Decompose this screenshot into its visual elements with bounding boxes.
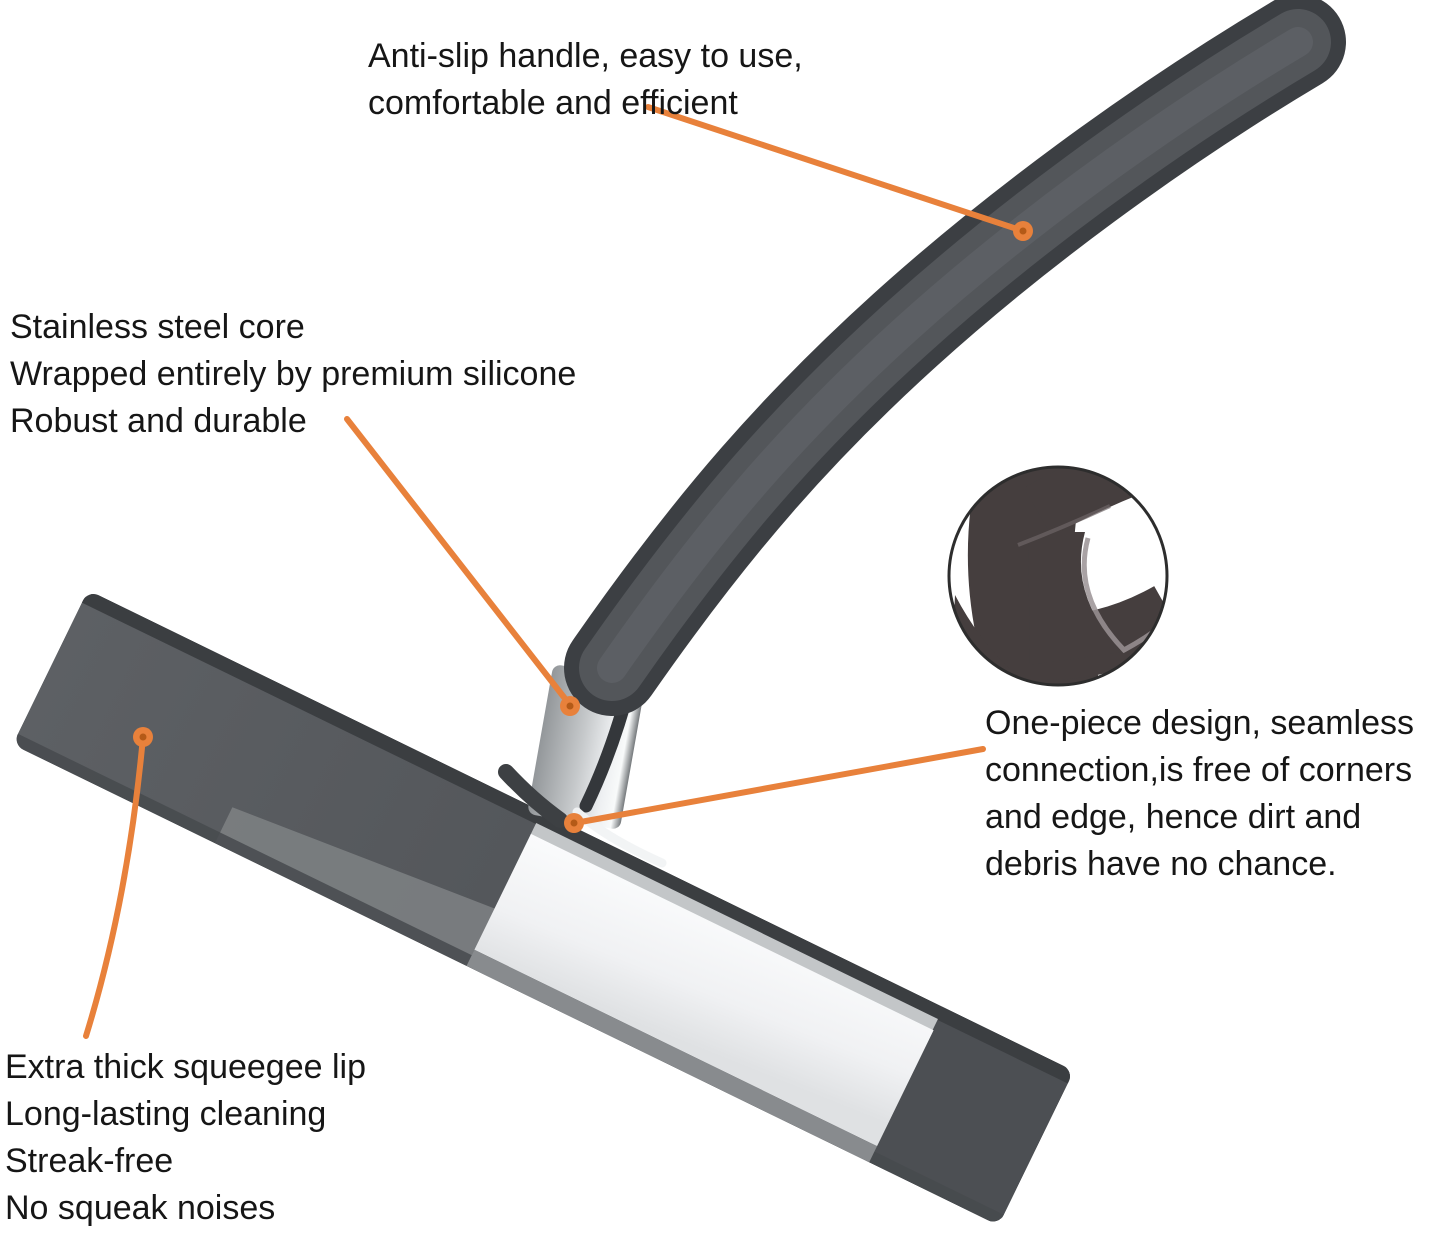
annotation-lip: Extra thick squeegee lip Long-lasting cl… bbox=[5, 1044, 366, 1232]
annotation-lip-line-2: Long-lasting cleaning bbox=[5, 1095, 327, 1133]
callout-dot-one-piece bbox=[564, 813, 584, 833]
blade-top-bevel bbox=[81, 590, 1074, 1084]
annotation-lip-line-4: No squeak noises bbox=[5, 1189, 276, 1227]
annotation-one-piece: One-piece design, seamless connection,is… bbox=[985, 700, 1414, 888]
annotation-core-line-1: Stainless steel core bbox=[10, 308, 305, 346]
blade-white-face bbox=[474, 833, 934, 1147]
magnifier-inset bbox=[947, 465, 1169, 687]
inset-ring bbox=[947, 465, 1169, 687]
junction-chrome-curl bbox=[572, 807, 667, 868]
annotation-lip-line-3: Streak-free bbox=[5, 1142, 174, 1180]
annotation-core: Stainless steel core Wrapped entirely by… bbox=[10, 304, 576, 445]
blade-left-lip bbox=[214, 807, 495, 966]
blade-right-lip bbox=[466, 949, 878, 1163]
leader-line-one-piece bbox=[572, 746, 986, 826]
squeegee-blade bbox=[12, 590, 1074, 1226]
annotation-lip-line-1: Extra thick squeegee lip bbox=[5, 1048, 366, 1086]
annotation-one-piece-line-1: One-piece design, seamless bbox=[985, 704, 1415, 742]
annotation-core-line-2: Wrapped entirely by premium silicone bbox=[10, 355, 577, 393]
callout-lines bbox=[83, 104, 1033, 1039]
annotation-one-piece-line-3: and edge, hence dirt and bbox=[985, 798, 1362, 836]
callout-dot-lip bbox=[133, 727, 153, 747]
inset-fillet bbox=[1028, 532, 1122, 665]
annotation-core-line-3: Robust and durable bbox=[10, 402, 307, 440]
annotation-one-piece-line-4: debris have no chance. bbox=[985, 845, 1337, 883]
squeegee-handle bbox=[564, 0, 1346, 716]
annotation-handle-line-2: comfortable and efficient bbox=[368, 84, 738, 122]
annotation-handle-line-1: Anti-slip handle, easy to use, bbox=[368, 37, 803, 75]
callout-dot-core bbox=[560, 696, 580, 716]
leader-line-handle bbox=[645, 104, 1026, 234]
inset-arm-shadow bbox=[1017, 504, 1111, 547]
annotation-handle: Anti-slip handle, easy to use, comfortab… bbox=[368, 33, 803, 127]
handle-core-sheen bbox=[597, 27, 1313, 683]
leader-line-core bbox=[344, 416, 573, 708]
blade-steel-strip bbox=[530, 823, 938, 1031]
inset-trunk bbox=[967, 467, 1100, 685]
leader-line-lip bbox=[83, 734, 146, 1039]
junction-left-fillet bbox=[498, 764, 568, 828]
annotation-one-piece-line-2: connection,is free of corners bbox=[985, 751, 1413, 789]
callout-dot-handle bbox=[1013, 221, 1033, 241]
